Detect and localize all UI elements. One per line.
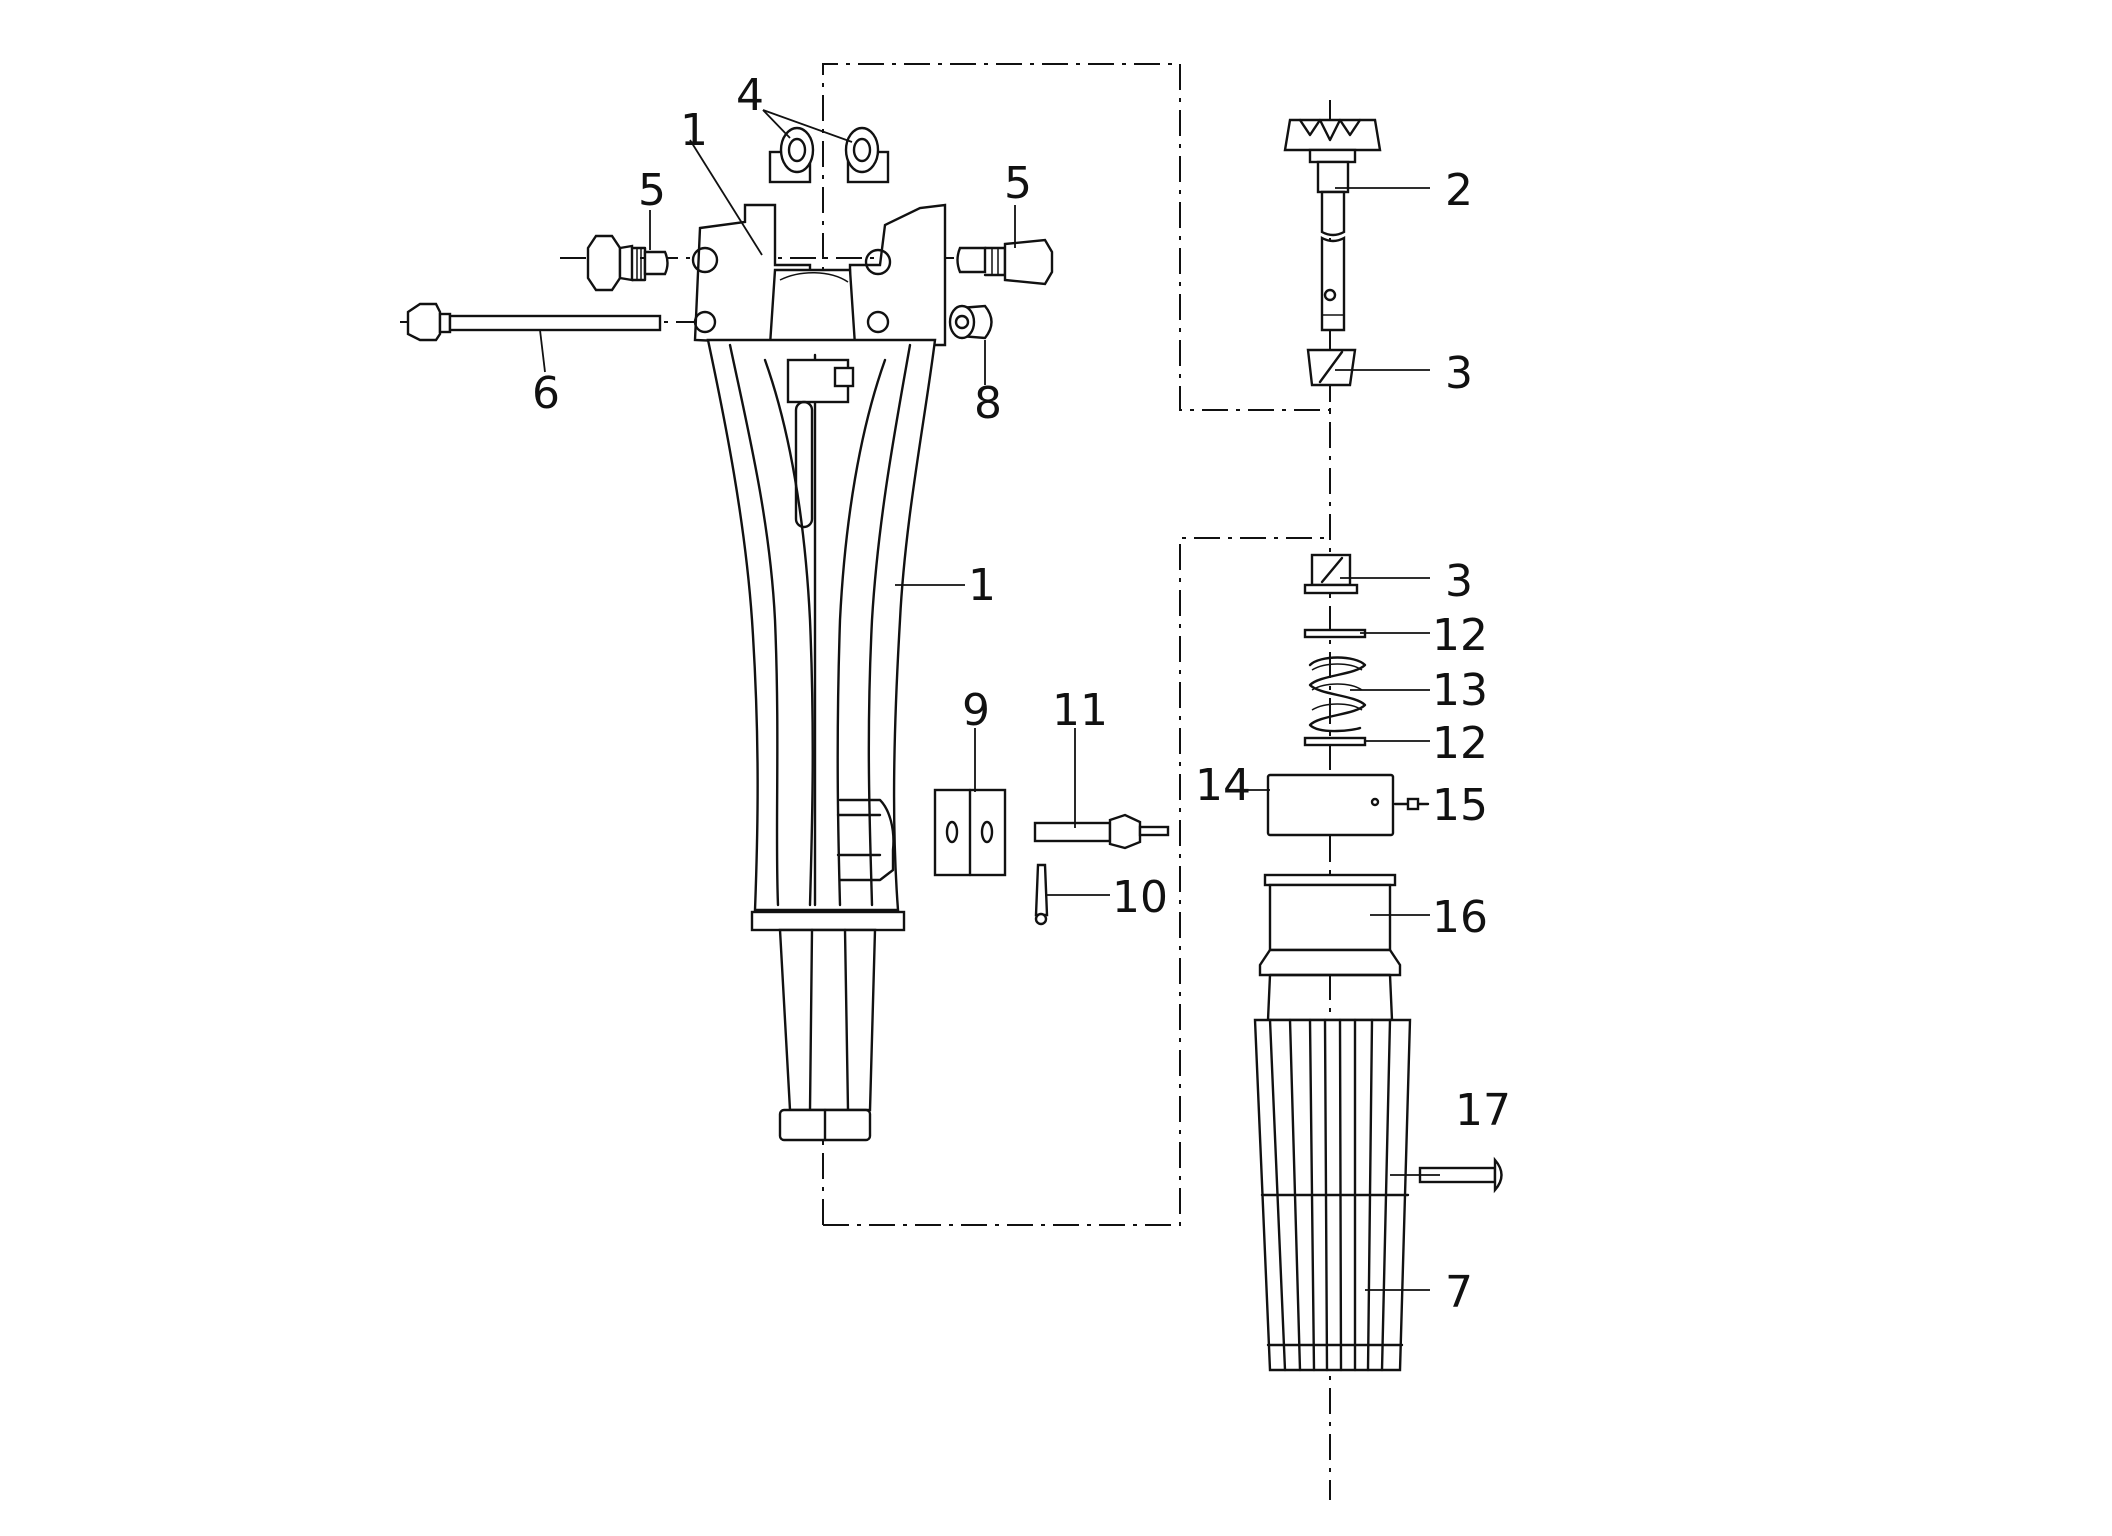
callout-1-body: 1 xyxy=(968,560,996,611)
callout-17: 17 xyxy=(1455,1085,1511,1136)
callout-3-upper: 3 xyxy=(1445,348,1473,399)
callout-14: 14 xyxy=(1195,760,1251,811)
set-screw-part xyxy=(1393,797,1430,811)
spring-washer-upper-part xyxy=(1303,628,1367,639)
leader-lines xyxy=(539,109,1440,1291)
long-bolt-part xyxy=(406,302,662,342)
callout-2: 2 xyxy=(1445,165,1473,216)
spring-washer-lower-part xyxy=(1303,736,1367,747)
pivot-bolt-right-part xyxy=(956,238,1054,286)
callout-4: 4 xyxy=(736,70,764,121)
callout-13: 13 xyxy=(1432,665,1488,716)
callout-16: 16 xyxy=(1432,892,1488,943)
callout-10: 10 xyxy=(1112,872,1168,923)
nut-part xyxy=(948,304,993,340)
collar-part xyxy=(1266,773,1395,837)
bushing-lower-part xyxy=(1303,553,1359,595)
callout-1-upper: 1 xyxy=(680,105,708,156)
callout-labels: 1 1 2 3 3 4 5 5 6 7 8 9 10 11 12 12 13 1… xyxy=(532,70,1511,1318)
coil-spring-part xyxy=(1308,656,1367,733)
callout-15: 15 xyxy=(1432,780,1488,831)
pivot-bolt-left-part xyxy=(586,234,669,292)
callout-5-right: 5 xyxy=(1004,158,1032,209)
washer-pair-part xyxy=(768,126,890,184)
grip-handle-part xyxy=(1253,1018,1412,1372)
callout-5-left: 5 xyxy=(638,165,666,216)
handle-pin-part xyxy=(1418,1156,1503,1194)
callout-12-upper: 12 xyxy=(1432,610,1488,661)
guide-block-part xyxy=(933,788,1007,877)
clevis-pin-part xyxy=(1033,813,1170,850)
callout-12-lower: 12 xyxy=(1432,718,1488,769)
cotter-pin-part xyxy=(1034,863,1049,926)
callout-3-lower: 3 xyxy=(1445,556,1473,607)
callout-11: 11 xyxy=(1052,685,1108,736)
main-body-part xyxy=(691,203,947,1142)
callout-9: 9 xyxy=(962,685,990,736)
bushing-upper-part xyxy=(1306,348,1357,387)
gear-shaft-part xyxy=(1283,118,1382,332)
callout-6: 6 xyxy=(532,368,560,419)
callout-7: 7 xyxy=(1445,1267,1473,1318)
callout-8: 8 xyxy=(974,378,1002,429)
